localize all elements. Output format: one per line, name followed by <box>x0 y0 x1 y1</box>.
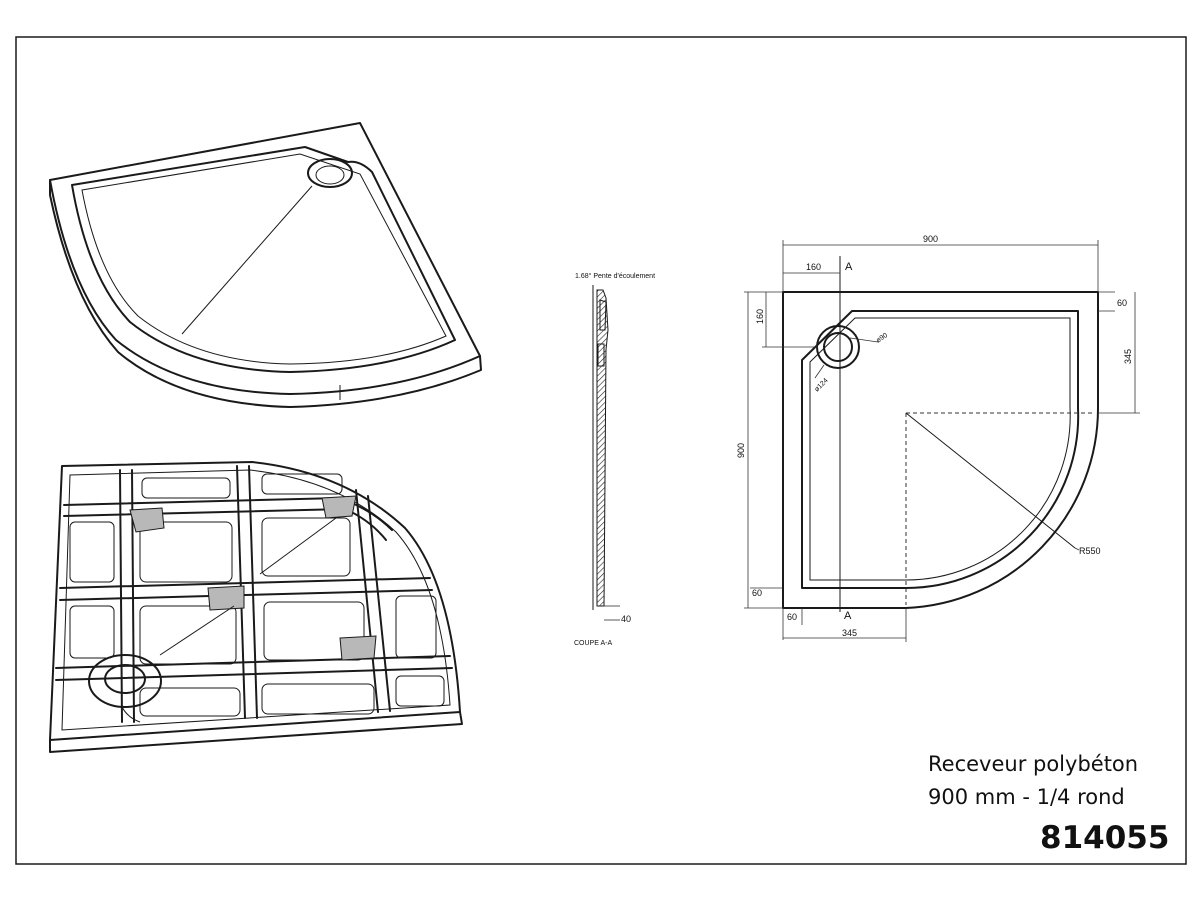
drain-inner-diameter: ø90 <box>875 332 889 345</box>
dim-height: 900 <box>736 443 746 458</box>
dim-width: 900 <box>923 234 938 244</box>
section-caption: COUPE A-A <box>574 640 612 647</box>
title-block: Receveur polybéton 900 mm - 1/4 rond 814… <box>928 752 1169 856</box>
dim-rim-left: 60 <box>787 612 797 622</box>
product-reference: 814055 <box>1040 820 1169 856</box>
drawing-frame <box>15 36 1187 865</box>
dim-drain-offset-y: 160 <box>755 309 765 324</box>
perspective-top-view <box>49 122 482 408</box>
section-a-a: 1.68° Pente d'écoulement 40 COUPE A-A <box>574 272 655 647</box>
product-title: Receveur polybéton <box>928 752 1138 776</box>
dim-straight-right: 345 <box>1123 349 1133 364</box>
section-mark-bottom: A <box>844 610 852 622</box>
dim-straight-bottom: 345 <box>842 628 857 638</box>
dim-rim-top: 60 <box>1117 298 1127 308</box>
slope-label: 1.68° Pente d'écoulement <box>575 272 655 280</box>
product-subtitle: 900 mm - 1/4 rond <box>928 785 1125 809</box>
drain-outer-diameter: ø124 <box>813 377 829 393</box>
dim-radius: R550 <box>1079 546 1101 556</box>
perspective-underside-view <box>49 461 463 753</box>
plan-view: 900 160 A 900 160 ø90 ø124 60 345 R550 6… <box>736 234 1140 642</box>
section-mark-top: A <box>845 261 853 273</box>
dim-rim-bottom: 60 <box>752 588 762 598</box>
section-thickness: 40 <box>621 614 631 624</box>
dim-drain-offset-x: 160 <box>806 262 821 272</box>
